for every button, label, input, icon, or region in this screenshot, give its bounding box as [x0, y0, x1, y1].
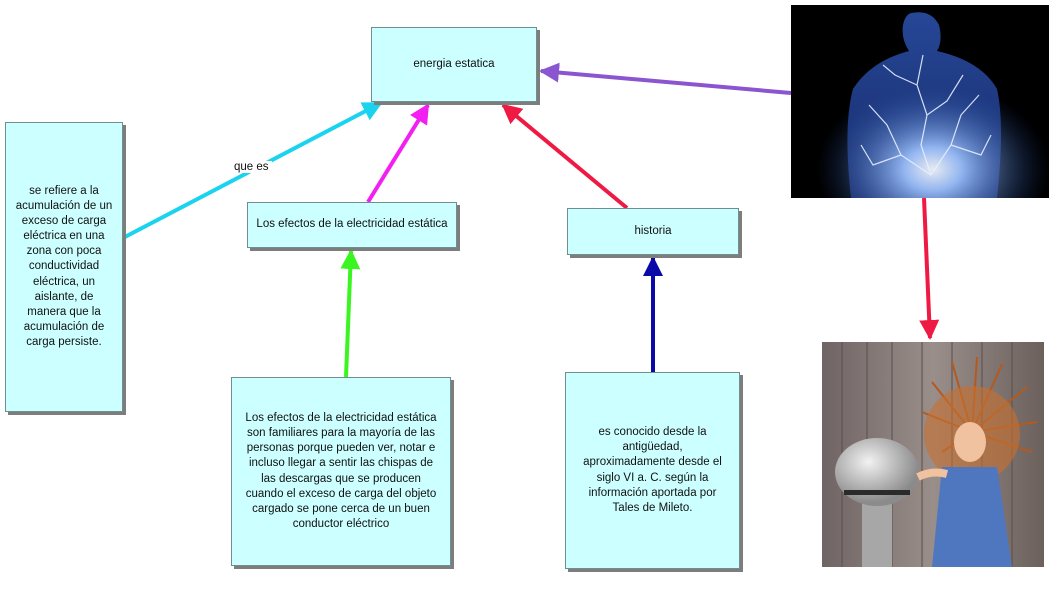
static-hair-van-de-graaff-image[interactable]: [822, 342, 1044, 567]
arrow-efectos-to-energia: [366, 103, 430, 204]
concept-label: se refiere a la acumulación de un exceso…: [15, 184, 113, 349]
concept-label: Los efectos de la electricidad estática …: [245, 411, 437, 531]
arrow-image-to-energia: [539, 62, 792, 95]
electric-body-illustration: [791, 5, 1049, 198]
concept-label: es conocido desde la antigüedad, aproxim…: [583, 425, 722, 514]
concept-label: Los efectos de la electricidad estática: [256, 218, 448, 231]
concept-energia-estatica[interactable]: energia estatica: [371, 27, 537, 102]
human-body-electricity-image[interactable]: [791, 5, 1049, 198]
concept-efectos[interactable]: Los efectos de la electricidad estática: [247, 202, 457, 248]
arrow-historia-to-energia: [501, 103, 629, 210]
arrow-lightning-to-girl: [919, 197, 940, 340]
concept-historia-descripcion[interactable]: es conocido desde la antigüedad, aproxim…: [565, 372, 740, 569]
concept-definicion[interactable]: se refiere a la acumulación de un exceso…: [5, 122, 123, 412]
concept-label: energia estatica: [413, 57, 495, 70]
concept-label: historia: [634, 224, 672, 237]
arrow-efdesc-to-efectos: [340, 249, 361, 378]
static-hair-illustration: [822, 342, 1044, 567]
concept-efectos-descripcion[interactable]: Los efectos de la electricidad estática …: [231, 377, 451, 566]
concept-historia[interactable]: historia: [567, 208, 739, 255]
link-label-que-es: que es: [231, 161, 272, 173]
